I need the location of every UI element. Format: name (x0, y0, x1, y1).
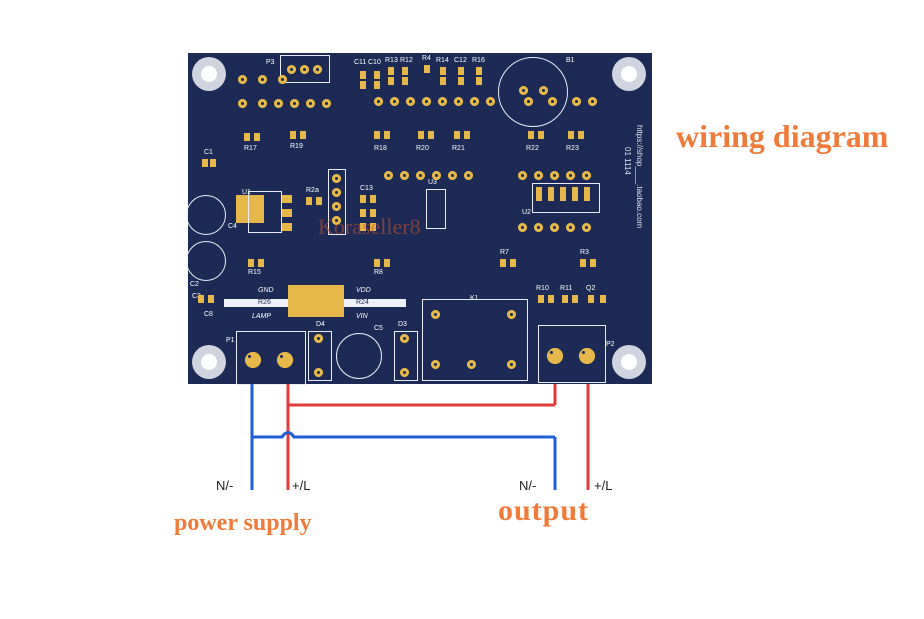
silk-r10: R10 (536, 285, 549, 292)
silk-r23: R23 (566, 145, 579, 152)
power-supply-label: power supply (174, 510, 312, 536)
silk-vdd: VDD (356, 287, 371, 294)
silk-r18: R18 (374, 145, 387, 152)
silk-r16: R16 (472, 57, 485, 64)
center-pad-cluster (288, 285, 344, 317)
connector-p2 (538, 325, 606, 383)
diode-d4 (308, 331, 332, 381)
ic-u3 (426, 189, 446, 229)
silk-c13: C13 (360, 185, 373, 192)
silk-r13: R13 (385, 57, 398, 64)
mounting-hole-top-right (612, 57, 646, 91)
silk-b1: B1 (566, 57, 575, 64)
silk-r4: R4 (422, 55, 431, 62)
silk-c1: C1 (204, 149, 213, 156)
silk-q2: Q2 (586, 285, 596, 292)
silk-vin: VIN (356, 313, 368, 320)
silk-c3: C3 (192, 293, 201, 300)
pcb-board: P3 C11 C10 R13 R12 R4 R14 C12 R16 B1 R17… (186, 53, 652, 385)
silk-p2: P2 (606, 341, 615, 348)
mounting-hole-bottom-right (612, 345, 646, 379)
silk-k1: K1 (470, 295, 479, 302)
buzzer-b1 (498, 57, 568, 127)
silk-r21: R21 (452, 145, 465, 152)
power-pos-label: +/L (292, 478, 311, 493)
silk-p1: P1 (226, 337, 235, 344)
silk-r24: R24 (356, 299, 369, 306)
silk-d4: D4 (316, 321, 325, 328)
silk-r22: R22 (526, 145, 539, 152)
silk-u2: U2 (522, 209, 531, 216)
power-neg-label: N/- (216, 478, 234, 493)
relay-k1 (422, 299, 528, 381)
silk-r15: R15 (248, 269, 261, 276)
silk-u1: U1 (242, 189, 251, 196)
silk-c4: C4 (228, 223, 237, 230)
silk-d3: D3 (398, 321, 407, 328)
output-label: output (498, 494, 590, 527)
output-pos-label: +/L (594, 478, 613, 493)
diode-d3 (394, 331, 418, 381)
mounting-hole-top-left (192, 57, 226, 91)
silk-r12: R12 (400, 57, 413, 64)
header-j1 (328, 169, 346, 235)
silk-r26: R26 (258, 299, 271, 306)
regulator-u1 (236, 195, 264, 223)
capacitor-c4 (186, 195, 226, 235)
silk-r17: R17 (244, 145, 257, 152)
connector-p1 (236, 331, 306, 385)
silk-r14: R14 (436, 57, 449, 64)
silk-c10: C10 (368, 59, 381, 66)
silk-u3: U3 (428, 179, 437, 186)
watermark-text: Koraseller8 (318, 214, 421, 239)
silk-r3: R3 (580, 249, 589, 256)
silk-lamp: LAMP (252, 313, 272, 320)
wire-blue-bridge (252, 431, 555, 439)
silk-c2: C2 (190, 281, 199, 288)
diagram-title: wiring diagram (676, 118, 889, 154)
silk-c5: C5 (374, 325, 383, 332)
silk-r19: R19 (290, 143, 303, 150)
silk-r2a: R2a (306, 187, 319, 194)
silk-gnd: GND (258, 287, 274, 294)
silk-r8: R8 (374, 269, 383, 276)
silk-c12: C12 (454, 57, 467, 64)
output-neg-label: N/- (519, 478, 537, 493)
silk-r7: R7 (500, 249, 509, 256)
mounting-hole-bottom-left (192, 345, 226, 379)
silk-p3: P3 (266, 59, 275, 66)
connector-p3 (280, 55, 330, 83)
silk-r20: R20 (416, 145, 429, 152)
silk-r11: R11 (560, 285, 573, 292)
capacitor-c2 (186, 241, 226, 281)
capacitor-c5 (336, 333, 382, 379)
ic-u2 (532, 183, 600, 213)
silk-c8: C8 (204, 311, 213, 318)
silk-c11: C11 (354, 59, 367, 66)
